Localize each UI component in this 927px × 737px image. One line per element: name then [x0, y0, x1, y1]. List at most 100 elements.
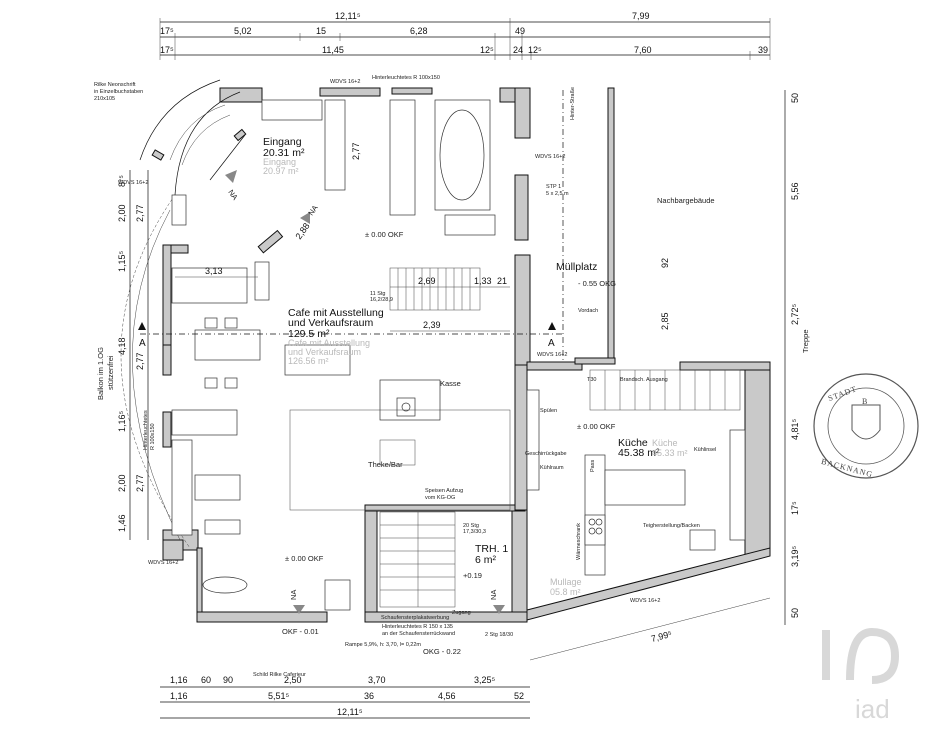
schild-label: Schild Rilke Caferieur — [253, 672, 306, 678]
room-cafe-ghost-name-2: und Verkaufsraum — [288, 347, 361, 357]
dim-top-row2-4: 6,28 — [410, 26, 428, 36]
aufzug-label: Speisen Aufzug — [425, 488, 463, 494]
level-okg-minus: OKG - 0.22 — [423, 647, 461, 656]
schaufenster-label: Schaufensterplakatwerbung — [381, 615, 449, 621]
inner-dimensions: 3,13 2,69 1,33 21 2,39 2,77 2,88 92 2,85… — [175, 142, 771, 661]
kuehlraum-label: Kühlraum — [540, 465, 564, 471]
hinterleucht-left: Hinterleuchtetes — [143, 410, 149, 450]
dim-left-8: 2,00 — [117, 474, 127, 492]
dim-right-1: 50 — [790, 93, 800, 103]
room-eingang-ghost-area: 20.97 m² — [263, 166, 299, 176]
brandsch-label: Brandsch. Ausgang — [620, 377, 668, 383]
na-label-bottom: NA — [289, 590, 298, 600]
kuehlinsel-label: Kühlinsel — [694, 447, 716, 453]
section-a-left: A — [139, 338, 146, 349]
dim-bottom-7: 1,16 — [170, 691, 188, 701]
room-nachbar-name: Nachbargebäude — [657, 196, 715, 205]
level-okf-bottom: ± 0.00 OKF — [285, 554, 324, 563]
spuele-label: Spülen — [540, 408, 557, 414]
dim-right-7: 50 — [790, 608, 800, 618]
dim-right-5: 17⁵ — [790, 501, 800, 515]
pass-label: Pass — [590, 460, 596, 472]
balkon-label-2: stützenfrei — [106, 355, 115, 390]
dim-right-4: 4,81⁵ — [790, 418, 800, 440]
neon-label-2: in Einzelbuchstaben — [94, 89, 143, 95]
room-cafe-ghost-area: 126.56 m² — [288, 356, 329, 366]
stairs-kitchen — [589, 369, 741, 411]
dimension-left: 8⁷⁵ 2,00 2,77 1,15⁵ 4,18 2,77 1,16⁵ 2,00… — [117, 170, 149, 540]
dim-bottom-8: 5,51⁵ — [268, 691, 290, 701]
dim-bottom-4: 2,50 — [284, 675, 302, 685]
wdvs-label-4: WDVS 16+2 — [537, 352, 567, 358]
room-mullage-ghost-name: Mullage — [550, 577, 582, 587]
rampe-label: Rampe 5,9%, h: 3,70, l= 0,22m — [345, 642, 421, 648]
dim-bottom-9: 36 — [364, 691, 374, 701]
walls — [162, 87, 771, 623]
hinterleucht-left-2: R 100x150 — [150, 423, 156, 450]
dim-right-3: 2,72⁵ — [790, 303, 800, 325]
stairs-main-label-2: 16,2/28,9 — [370, 297, 393, 303]
dim-left-10: 1,46 — [117, 514, 127, 532]
dim-left-2: 2,00 — [117, 204, 127, 222]
room-kueche-area: 45.38 m² — [618, 447, 660, 459]
dim-top-row3-1: 17⁵ — [160, 45, 174, 55]
aufzug-label-2: vom KG-OG — [425, 495, 455, 501]
entrance-curve: NA — [139, 79, 284, 254]
stairs-trh-label-2: 17,3/30,3 — [463, 529, 486, 535]
balkon-label: Balkon im 1.OG — [96, 347, 105, 400]
dim-bottom-12: 12,11⁵ — [337, 707, 363, 717]
dim-bottom-10: 4,56 — [438, 691, 456, 701]
dim-bottom-2: 60 — [201, 675, 211, 685]
dimension-right: 50 5,56 2,72⁵ 4,81⁵ 17⁵ 3,19⁵ 50 Treppe — [784, 90, 810, 625]
section-a-right: A — [548, 338, 555, 349]
dim-left-6: 2,77 — [135, 352, 145, 370]
dim-bottom-11: 52 — [514, 691, 524, 701]
room-labels: Eingang 20.31 m² Eingang 20.97 m² Cafe m… — [263, 136, 715, 597]
dim-top-row2-1: 17⁵ — [160, 26, 174, 36]
dim-inner-1: 3,13 — [205, 266, 223, 276]
room-cafe-name: Cafe mit Ausstellung — [288, 307, 384, 319]
wdvs-label-2: WDVS 16+2 — [118, 180, 148, 186]
stairs-main-label: 11 Stg — [370, 291, 386, 297]
dim-inner-7: 2,88 — [293, 221, 311, 241]
dim-left-7: 1,16⁵ — [117, 410, 127, 432]
room-kueche-ghost-name: Küche — [652, 438, 678, 448]
dim-inner-3: 1,33 — [474, 276, 492, 286]
dim-top-row2-3: 15 — [316, 26, 326, 36]
dim-top-row3-3: 12⁵ — [480, 45, 494, 55]
vordach-label: Vordach — [578, 308, 598, 314]
seal-center-text: B — [862, 397, 868, 406]
dim-left-9: 2,77 — [135, 474, 145, 492]
room-cafe-area: 129.5 m² — [288, 328, 330, 340]
wdvs-label-1: WDVS 16+2 — [330, 79, 360, 85]
room-cafe-ghost-name: Cafe mit Ausstellung — [288, 338, 370, 348]
dim-left-5: 4,18 — [117, 337, 127, 355]
level-okf-kitchen: ± 0.00 OKF — [577, 422, 616, 431]
dim-right-6: 3,19⁵ — [790, 545, 800, 567]
dim-left-3: 2,77 — [135, 204, 145, 222]
stp-label-2: 5 x 2,5 m — [546, 191, 569, 197]
geschirr-label: Geschirrückgabe — [525, 451, 567, 457]
level-plus019: +0.19 — [463, 571, 482, 580]
room-eingang-area: 20.31 m² — [263, 147, 305, 159]
na-label-entrance: NA — [226, 188, 239, 202]
dim-inner-8: 92 — [660, 258, 670, 268]
dim-inner-4: 21 — [497, 276, 507, 286]
room-eingang-ghost-name: Eingang — [263, 157, 296, 167]
teigherstellung-label: Teigherstellung/Backen — [643, 523, 700, 529]
dimension-bottom: 1,16 60 90 2,50 3,70 3,25⁵ 1,16 5,51⁵ 36… — [160, 675, 530, 719]
dim-inner-5: 2,39 — [423, 320, 441, 330]
iad-logo-watermark: iad — [822, 627, 900, 724]
dim-bottom-5: 3,70 — [368, 675, 386, 685]
stairs-trh-label: 20 Stg — [463, 523, 479, 529]
room-kueche-name: Küche — [618, 437, 648, 449]
dim-right-2: 5,56 — [790, 182, 800, 200]
room-cafe-name-2: und Verkaufsraum — [288, 317, 373, 329]
zugang-label: Zugang — [452, 610, 471, 616]
level-okf-main: ± 0.00 OKF — [365, 230, 404, 239]
dim-inner-10: 7,99⁵ — [650, 629, 673, 644]
annotation-labels: ± 0.00 OKF ± 0.00 OKF ± 0.00 OKF OKF - 0… — [94, 75, 716, 678]
seal-bottom-text: BACKNANG — [820, 457, 874, 479]
dim-top-row2-2: 5,02 — [234, 26, 252, 36]
